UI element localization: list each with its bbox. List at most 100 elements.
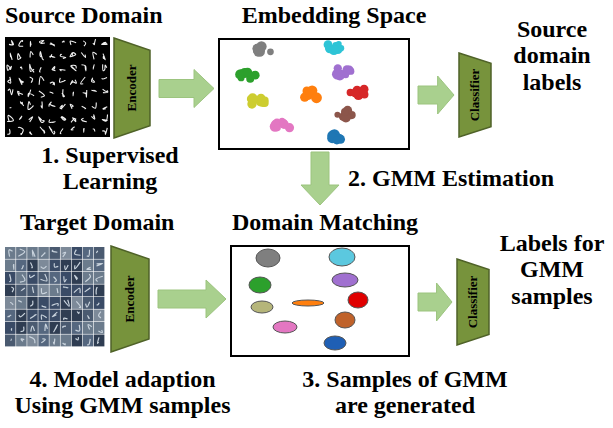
image-ground	[5, 37, 110, 137]
embedding-cluster	[341, 108, 349, 116]
embedding-cluster	[243, 68, 252, 77]
house-number-tile	[27, 322, 38, 334]
house-number-tile	[16, 285, 27, 297]
digit-stroke	[75, 262, 81, 269]
digit-stroke	[41, 315, 46, 320]
digit-stroke	[20, 275, 25, 282]
shape-label: Encoder	[124, 65, 140, 112]
digit-stroke	[8, 89, 13, 95]
digit-stroke	[71, 127, 75, 130]
digit-stroke	[9, 40, 14, 45]
house-number-tile	[72, 335, 83, 347]
house-number-tile	[61, 285, 72, 297]
digit-stroke	[8, 315, 12, 317]
digit-stroke	[41, 339, 45, 343]
digit-stroke	[73, 92, 75, 96]
gmm-ellipse	[335, 312, 355, 328]
house-number-tile	[61, 310, 72, 322]
house-number-tile	[38, 260, 49, 272]
digit-stroke	[32, 250, 35, 257]
digit-stroke	[8, 129, 10, 134]
step-caption: 2. GMM Estimation	[348, 165, 554, 191]
house-number-tile	[61, 297, 72, 309]
house-number-tile	[83, 272, 94, 284]
step-caption: 4. Model adaption Using GMM samples	[0, 366, 245, 419]
digit-stroke	[87, 250, 90, 257]
block-arrow	[158, 280, 226, 318]
house-number-tile	[5, 297, 16, 309]
house-number-tile	[5, 260, 16, 272]
digit-stroke	[83, 90, 87, 97]
digit-stroke	[91, 90, 96, 91]
house-number-tile	[83, 297, 94, 309]
source-image: Source Domain	[5, 37, 110, 137]
digit-stroke	[28, 102, 33, 110]
digit-stroke	[91, 78, 94, 82]
panel-heading: Target Domain	[20, 209, 174, 235]
digit-stroke	[30, 52, 33, 58]
house-number-tile	[94, 310, 105, 322]
step-caption: 3. Samples of GMM are generated	[285, 366, 525, 419]
house-number-tile	[94, 260, 105, 272]
digit-stroke	[21, 327, 24, 332]
digit-stroke	[54, 277, 57, 282]
block-arrow	[301, 152, 339, 205]
embedding-cluster	[247, 95, 254, 102]
shape-label: Classifier	[467, 69, 483, 122]
embedding-cluster	[360, 90, 368, 98]
digit-stroke	[103, 54, 105, 60]
step-caption: Source domain labels	[493, 16, 611, 95]
digit-stroke	[49, 120, 55, 123]
digit-stroke	[11, 287, 13, 292]
digit-stroke	[50, 92, 54, 93]
house-number-tile	[72, 322, 83, 334]
digit-stroke	[20, 102, 23, 106]
digit-stroke	[70, 41, 76, 45]
house-number-tile	[27, 272, 38, 284]
house-number-tile	[5, 272, 16, 284]
house-number-tile	[16, 272, 27, 284]
step-caption: 1. Supervised Learning	[5, 142, 215, 195]
encoder-trapezoid: Encoder	[110, 245, 150, 353]
digit-stroke	[71, 65, 76, 70]
digit-stroke	[53, 339, 54, 345]
src-art	[5, 37, 110, 137]
digit-stroke	[40, 127, 45, 134]
embedding-cluster	[333, 136, 341, 144]
house-number-tile	[27, 297, 38, 309]
digit-stroke	[10, 53, 12, 60]
digit-stroke	[19, 78, 24, 84]
digit-stroke	[30, 275, 35, 278]
digit-stroke	[39, 77, 44, 85]
house-number-tile	[61, 272, 72, 284]
digit-stroke	[87, 267, 91, 269]
digit-stroke	[93, 65, 94, 70]
house-number-tile	[61, 260, 72, 272]
embedding-cluster	[331, 46, 338, 53]
digit-stroke	[49, 102, 55, 106]
house-number-tile	[83, 310, 94, 322]
digit-stroke	[10, 302, 13, 304]
digit-stroke	[60, 128, 63, 133]
house-number-tile	[5, 335, 16, 347]
digit-stroke	[76, 301, 80, 307]
house-number-tile	[72, 285, 83, 297]
house-number-tile	[49, 297, 60, 309]
digit-stroke	[93, 129, 95, 132]
digit-stroke	[77, 312, 79, 314]
house-number-tile	[83, 260, 94, 272]
digit-stroke	[13, 264, 15, 270]
digit-stroke	[103, 89, 108, 93]
digit-stroke	[96, 287, 97, 295]
digit-stroke	[70, 104, 73, 108]
digit-stroke	[103, 64, 107, 70]
house-number-tile	[49, 272, 60, 284]
house-number-tile	[83, 285, 94, 297]
trapezoid-shape	[457, 259, 489, 345]
box-frame	[231, 246, 409, 356]
digit-stroke	[85, 288, 91, 292]
digit-stroke	[18, 249, 24, 256]
digit-stroke	[54, 325, 58, 332]
embedding-cluster	[252, 44, 261, 53]
